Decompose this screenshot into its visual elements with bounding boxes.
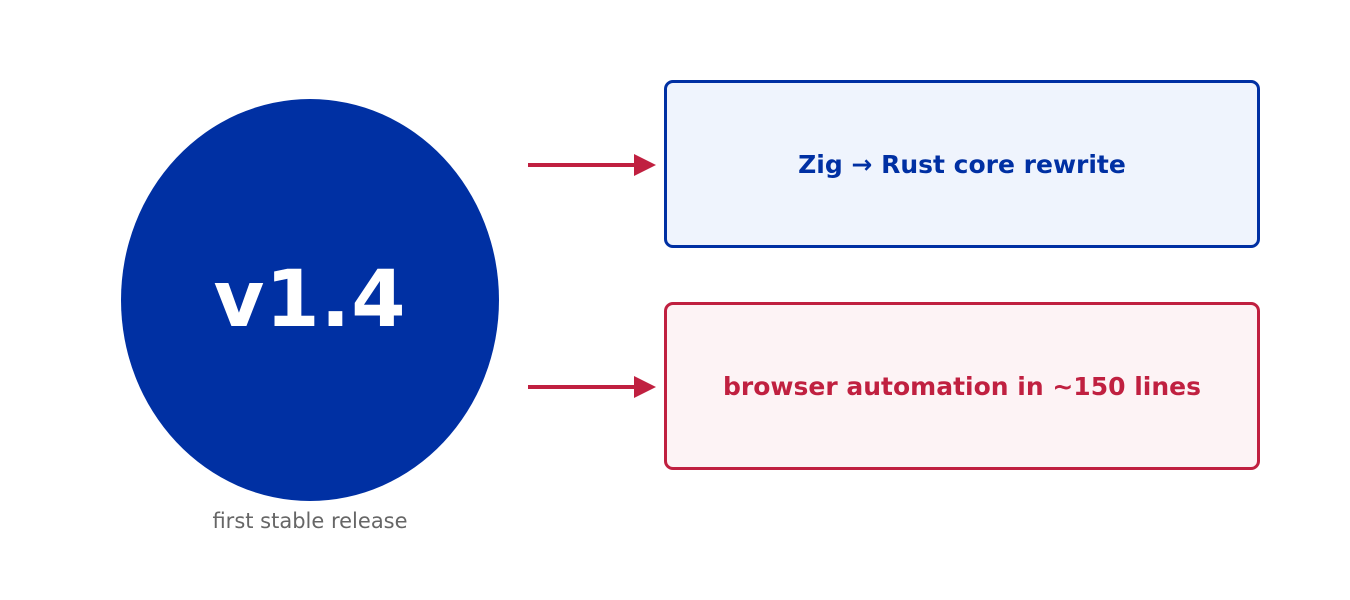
- version-label: v1.4: [213, 255, 407, 345]
- version-circle: v1.4: [121, 99, 499, 501]
- feature-box-rust-rewrite: Zig → Rust core rewrite: [664, 80, 1260, 248]
- feature-label-rust-rewrite: Zig → Rust core rewrite: [798, 149, 1126, 179]
- arrow-to-feature-1: [528, 154, 656, 176]
- feature-box-browser-automation: browser automation in ~150 lines: [664, 302, 1260, 470]
- arrow-to-feature-2: [528, 376, 656, 398]
- feature-label-browser-automation: browser automation in ~150 lines: [723, 371, 1201, 401]
- version-caption: first stable release: [212, 509, 408, 533]
